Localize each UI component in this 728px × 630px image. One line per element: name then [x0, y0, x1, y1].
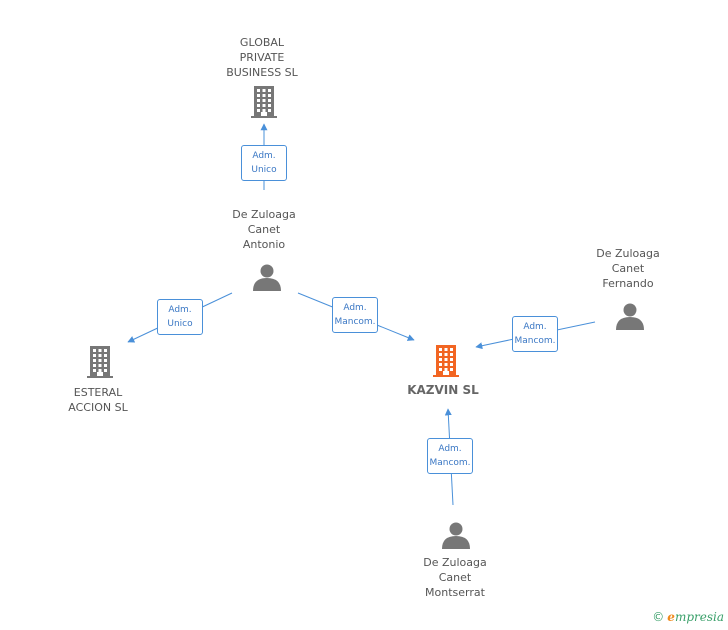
- node-label-esteral[interactable]: ESTERAL ACCION SL: [68, 386, 128, 414]
- building-icon-esteral[interactable]: [87, 346, 113, 378]
- node-label-fernando[interactable]: De Zuloaga Canet Fernando: [596, 247, 660, 290]
- building-icon-kazvin[interactable]: [433, 345, 459, 377]
- edge-label-montserrat-kazvin[interactable]: Adm. Mancom.: [427, 438, 473, 474]
- edge-label-antonio-esteral[interactable]: Adm. Unico: [157, 299, 203, 335]
- person-icon-fernando[interactable]: [616, 303, 644, 331]
- copyright-icon: ©: [652, 610, 665, 624]
- node-label-montserrat[interactable]: De Zuloaga Canet Montserrat: [423, 556, 487, 599]
- person-icon-montserrat[interactable]: [442, 522, 470, 550]
- person-icon-antonio[interactable]: [253, 264, 281, 292]
- edge-label-antonio-kazvin[interactable]: Adm. Mancom.: [332, 297, 378, 333]
- building-icon-global[interactable]: [251, 86, 277, 118]
- node-label-global[interactable]: GLOBAL PRIVATE BUSINESS SL: [226, 36, 298, 79]
- node-label-kazvin[interactable]: KAZVIN SL: [407, 383, 479, 397]
- edge-label-fernando-kazvin[interactable]: Adm. Mancom.: [512, 316, 558, 352]
- node-label-antonio[interactable]: De Zuloaga Canet Antonio: [232, 208, 296, 251]
- edge-label-antonio-global[interactable]: Adm. Unico: [241, 145, 287, 181]
- empresia-logo[interactable]: ©empresia: [652, 610, 724, 624]
